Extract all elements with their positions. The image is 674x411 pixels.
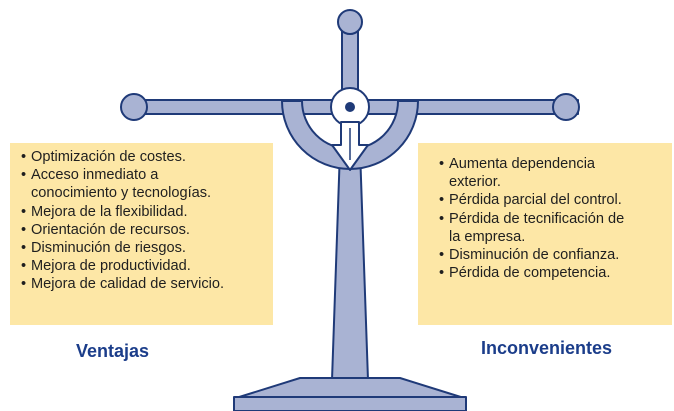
advantage-item: Mejora de productividad. — [21, 257, 273, 275]
disadvantage-item: Aumenta dependencia exterior. — [439, 155, 672, 191]
disadvantage-item: Pérdida de competencia. — [439, 264, 672, 282]
scale-pivot-center — [345, 102, 355, 112]
scale-beam-end-right — [552, 93, 580, 121]
advantage-item: Mejora de la flexibilidad. — [21, 203, 273, 221]
disadvantages-list: Aumenta dependencia exterior. Pérdida pa… — [439, 155, 672, 283]
scale-post-lower — [331, 149, 369, 381]
disadvantages-panel: Aumenta dependencia exterior. Pérdida pa… — [418, 143, 672, 325]
disadvantage-item: Disminución de confianza. — [439, 246, 672, 264]
scale-cradle — [281, 100, 419, 170]
disadvantage-item: Pérdida parcial del control. — [439, 191, 672, 209]
advantages-caption: Ventajas — [76, 341, 150, 361]
scale-base-plinth — [233, 396, 467, 411]
advantage-item: Mejora de calidad de servicio. — [21, 275, 273, 293]
scale-finial — [337, 9, 363, 35]
scale-base — [235, 377, 465, 399]
disadvantages-caption: Inconvenientes — [481, 338, 613, 358]
advantage-item: Disminución de riesgos. — [21, 239, 273, 257]
disadvantage-item: Pérdida de tecnificación de la empresa. — [439, 210, 672, 246]
advantage-item: Orientación de recursos. — [21, 221, 273, 239]
advantages-list: Optimización de costes. Acceso inmediato… — [21, 148, 273, 294]
advantage-item: Acceso inmediato a conocimiento y tecnol… — [21, 166, 273, 202]
advantages-panel: Optimización de costes. Acceso inmediato… — [10, 143, 273, 325]
scale-beam-end-left — [120, 93, 148, 121]
advantage-item: Optimización de costes. — [21, 148, 273, 166]
